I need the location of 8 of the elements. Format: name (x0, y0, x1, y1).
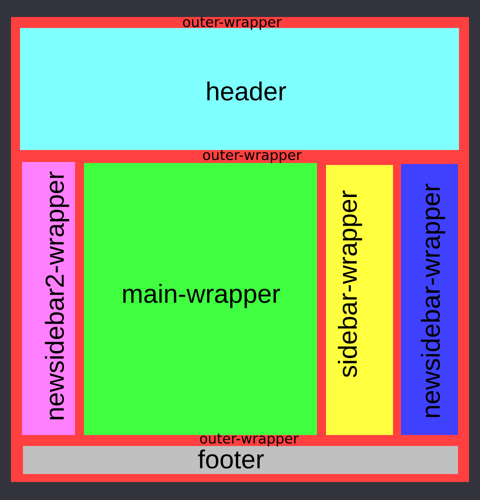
sidebar-panel: newsidebar2-wrapper (22, 162, 75, 435)
main-panel: main-wrapper (84, 163, 317, 435)
wrapper-label: outer-wrapper (200, 434, 299, 446)
sidebar-panel: sidebar-wrapper (326, 165, 393, 435)
sidebar-panel: newsidebar-wrapper (401, 164, 458, 435)
wrapper-label: outer-wrapper (183, 17, 282, 30)
footer-panel: footer (23, 446, 458, 474)
wrapper-label: outer-wrapper (203, 150, 302, 163)
